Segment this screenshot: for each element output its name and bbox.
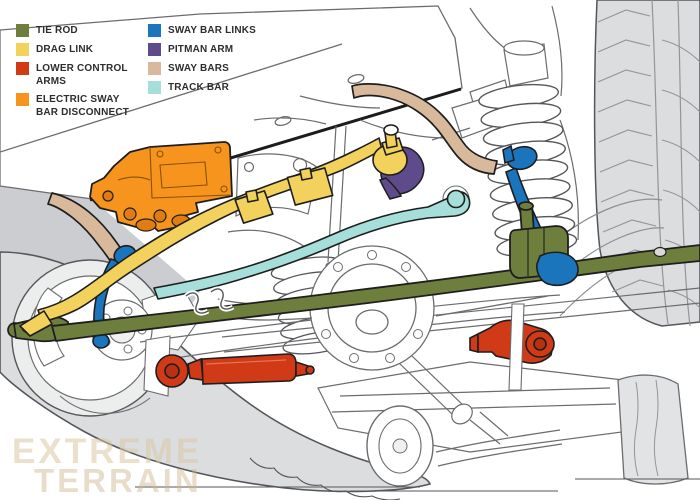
legend: TIE ROD DRAG LINK LOWER CONTROL ARMS ELE… [16, 24, 272, 124]
legend-item-tie-rod: TIE ROD [16, 24, 144, 37]
tie-rod-swatch [16, 24, 29, 37]
legend-label: SWAY BAR LINKS [168, 24, 257, 36]
legend-label: SWAY BARS [168, 62, 230, 74]
electric-sway-bar-disconnect [89, 141, 233, 232]
drag-link [19, 124, 408, 337]
differential [217, 245, 549, 371]
lower-control-arms-swatch [16, 62, 29, 75]
front-right-tire [593, 0, 700, 327]
legend-label: TRACK BAR [168, 81, 230, 93]
legend-label: DRAG LINK [36, 43, 94, 55]
rear-wheels [135, 374, 700, 492]
legend-item-track-bar: TRACK BAR [148, 81, 272, 94]
legend-label: TIE ROD [36, 24, 78, 36]
legend-column-1: TIE ROD DRAG LINK LOWER CONTROL ARMS ELE… [16, 24, 144, 124]
disconnect-details [117, 146, 231, 199]
legend-item-pitman-arm: PITMAN ARM [148, 43, 272, 56]
legend-label: PITMAN ARM [168, 43, 234, 55]
drag-link-swatch [16, 43, 29, 56]
legend-item-sway-bar-links: SWAY BAR LINKS [148, 24, 272, 37]
legend-item-drag-link: DRAG LINK [16, 43, 144, 56]
legend-item-sway-bars: SWAY BARS [148, 62, 272, 75]
disconnect-screws [156, 146, 228, 193]
lower-control-arm-front [143, 335, 315, 397]
track-bar-swatch [148, 81, 161, 94]
track-bar [153, 185, 471, 300]
disconnect-bosses [102, 190, 191, 232]
sway-bars-swatch [148, 62, 161, 75]
pitman-arm-swatch [148, 43, 161, 56]
sway-bar-links-swatch [148, 24, 161, 37]
legend-label: LOWER CONTROL ARMS [36, 62, 128, 87]
electric-sway-bar-disconnect-swatch [16, 93, 29, 106]
legend-column-2: SWAY BAR LINKS PITMAN ARM SWAY BARS TRAC… [148, 24, 272, 124]
legend-label: ELECTRIC SWAY BAR DISCONNECT [36, 93, 129, 118]
lower-control-arm-rear [469, 303, 555, 391]
legend-item-lower-control-arms: LOWER CONTROL ARMS [16, 62, 144, 87]
retainer-hooks [184, 286, 235, 316]
sway-bar-link-right-lower [536, 251, 579, 287]
mount-strap [508, 303, 525, 391]
legend-item-electric-sway-bar-disconnect: ELECTRIC SWAY BAR DISCONNECT [16, 93, 144, 118]
